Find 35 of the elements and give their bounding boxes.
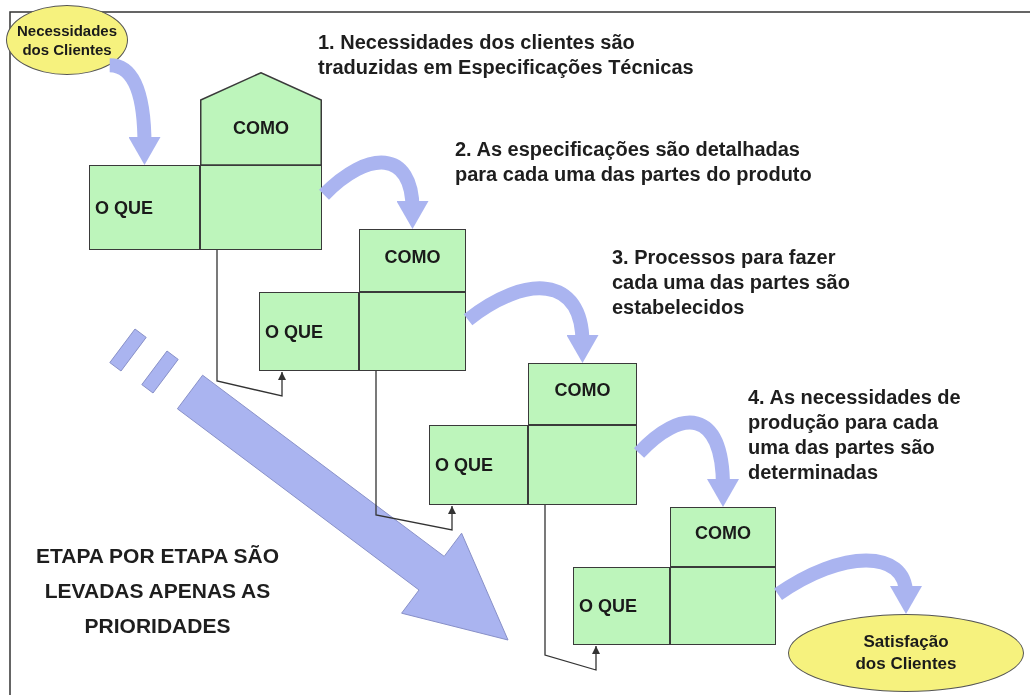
cell-label: O QUE [435,455,493,476]
step-text: 1. Necessidades dos clientes são traduzidas em Especificações Técnicas [318,30,695,80]
matrix-cell [89,165,200,250]
connector-arrow [216,249,286,397]
curved-arrow [774,553,921,614]
step-text: 4. As necessidades de produção para cada uma das partes são determinadas [748,385,962,485]
note-text: ETAPA POR ETAPA SÃO LEVADAS APENAS AS PRIORIDADES [34,543,281,639]
ellipse-label: Satisfação dos Clientes [854,631,958,675]
cell-label: O QUE [265,321,323,343]
step-text: 2. As especificações são detalhadas para cada uma das partes do produto [455,137,813,187]
curved-arrow [109,58,161,165]
matrix-cell [670,567,776,645]
cell-label: COMO [553,380,612,401]
matrix-cell [359,229,466,292]
matrix-cell [429,425,528,505]
step-text: 3. Processos para fazer cada uma das partes são estabelecidos [612,245,851,320]
ellipse-label: Necessidades dos Clientes [16,21,118,59]
cell-label: COMO [383,246,442,268]
matrix-cell [670,507,776,567]
matrix-cell [259,292,359,371]
cell-label: COMO [694,523,752,544]
curved-arrow [319,155,428,229]
matrix-cell [359,292,466,371]
cell-label: COMO [232,117,290,139]
curved-arrow [463,281,598,363]
connector-arrow [544,504,600,671]
matrix-cell [528,425,637,505]
matrix-cell [528,363,637,425]
matrix-cell [573,567,670,645]
cell-label: O QUE [579,596,637,617]
house-roof-cell [200,72,322,165]
curved-arrow [634,415,739,507]
connector-arrow [375,370,456,531]
cell-label: O QUE [95,197,153,219]
matrix-cell [200,165,322,250]
